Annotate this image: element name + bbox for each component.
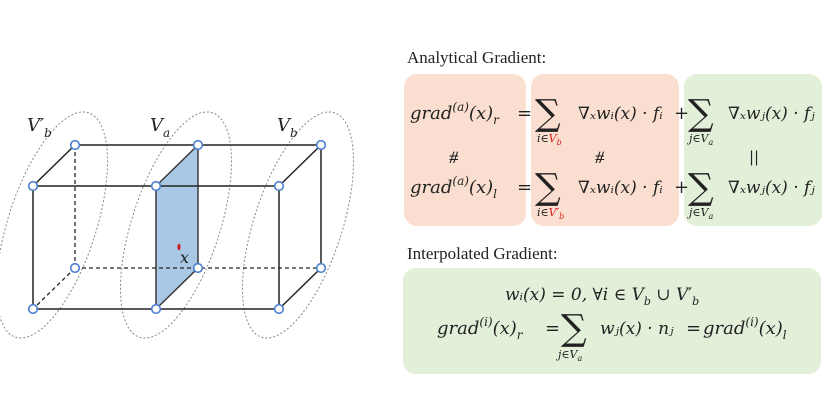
point-x-marker: [177, 243, 181, 251]
equals-r2: =: [517, 177, 532, 198]
vb-label: Vb: [277, 115, 298, 140]
node: [315, 139, 327, 151]
node: [273, 303, 285, 315]
node: [69, 262, 81, 274]
sigma-interp: ∑: [561, 308, 587, 349]
cube-diagram: x V′b Va Vb: [0, 111, 355, 339]
va-label: Va: [150, 115, 170, 140]
interpolated-gradient-panel: Interpolated Gradient: wᵢ(x) = 0, ∀i ∈ V…: [403, 244, 821, 374]
sigma-i-r2: ∑: [535, 167, 561, 208]
analytical-sum-j-box: [684, 74, 822, 226]
sum-index-j-r1: j∈Va: [686, 132, 714, 147]
sum-index-i-vbp: i∈V′b: [537, 206, 564, 221]
analytical-sum-i-box: [531, 74, 679, 226]
analytical-lhs-box: [404, 74, 526, 226]
not-equal-lhs: ⧣: [449, 147, 459, 167]
term-i-r1: ∇ₓwᵢ(x) · fᵢ: [578, 104, 663, 124]
analytical-heading: Analytical Gradient:: [407, 48, 546, 67]
va-ellipse: [119, 111, 233, 339]
term-j-r1: ∇ₓwⱼ(x) · fⱼ: [728, 104, 815, 124]
interpolated-heading: Interpolated Gradient:: [407, 244, 558, 263]
grad-a-r: grad(a)(x)r: [410, 100, 500, 127]
sum-index-interp: j∈Va: [555, 348, 583, 363]
sum-index-i-vb: i∈Vb: [537, 132, 562, 147]
hidden-edge: [32, 267, 76, 310]
node: [192, 262, 204, 274]
vb-prime-ellipse: [0, 111, 109, 339]
plus-r1: +: [674, 103, 689, 124]
equals-interp-2: =: [686, 318, 701, 339]
node: [150, 303, 162, 315]
equals-r1: =: [517, 103, 532, 124]
grad-i-l: grad(i)(x)l: [703, 315, 787, 342]
node: [192, 139, 204, 151]
sigma-i-r1: ∑: [535, 93, 561, 134]
not-equal-sum-i: ⧣: [595, 147, 605, 167]
sum-index-j-r2: j∈Va: [686, 206, 714, 221]
equals-interp-1: =: [545, 318, 560, 339]
sigma-j-r1: ∑: [688, 93, 714, 134]
vb-ellipse: [241, 111, 355, 339]
node: [150, 180, 162, 192]
node: [27, 180, 39, 192]
vb-prime-label: V′b: [27, 115, 52, 140]
term-j-r2: ∇ₓwⱼ(x) · fⱼ: [728, 178, 815, 198]
node: [315, 262, 327, 274]
grad-a-l: grad(a)(x)l: [410, 174, 497, 201]
plus-r2: +: [674, 177, 689, 198]
node: [27, 303, 39, 315]
analytical-gradient-panel: Analytical Gradient: grad(a)(x)r = ∑ i∈V…: [404, 48, 822, 226]
middle-plane: [155, 143, 199, 311]
interpolated-box: [403, 268, 821, 374]
equal-sum-j: ||: [749, 148, 759, 166]
term-i-r2: ∇ₓwᵢ(x) · fᵢ: [578, 178, 663, 198]
point-x-label: x: [180, 248, 189, 267]
cube-nodes: [27, 139, 327, 315]
grad-i-r: grad(i)(x)r: [437, 315, 524, 342]
node: [69, 139, 81, 151]
sigma-j-r2: ∑: [688, 167, 714, 208]
weights-zero-condition: wᵢ(x) = 0, ∀i ∈ Vb ∪ V′b: [505, 285, 699, 308]
term-interp: wⱼ(x) · nⱼ: [600, 319, 674, 339]
node: [273, 180, 285, 192]
